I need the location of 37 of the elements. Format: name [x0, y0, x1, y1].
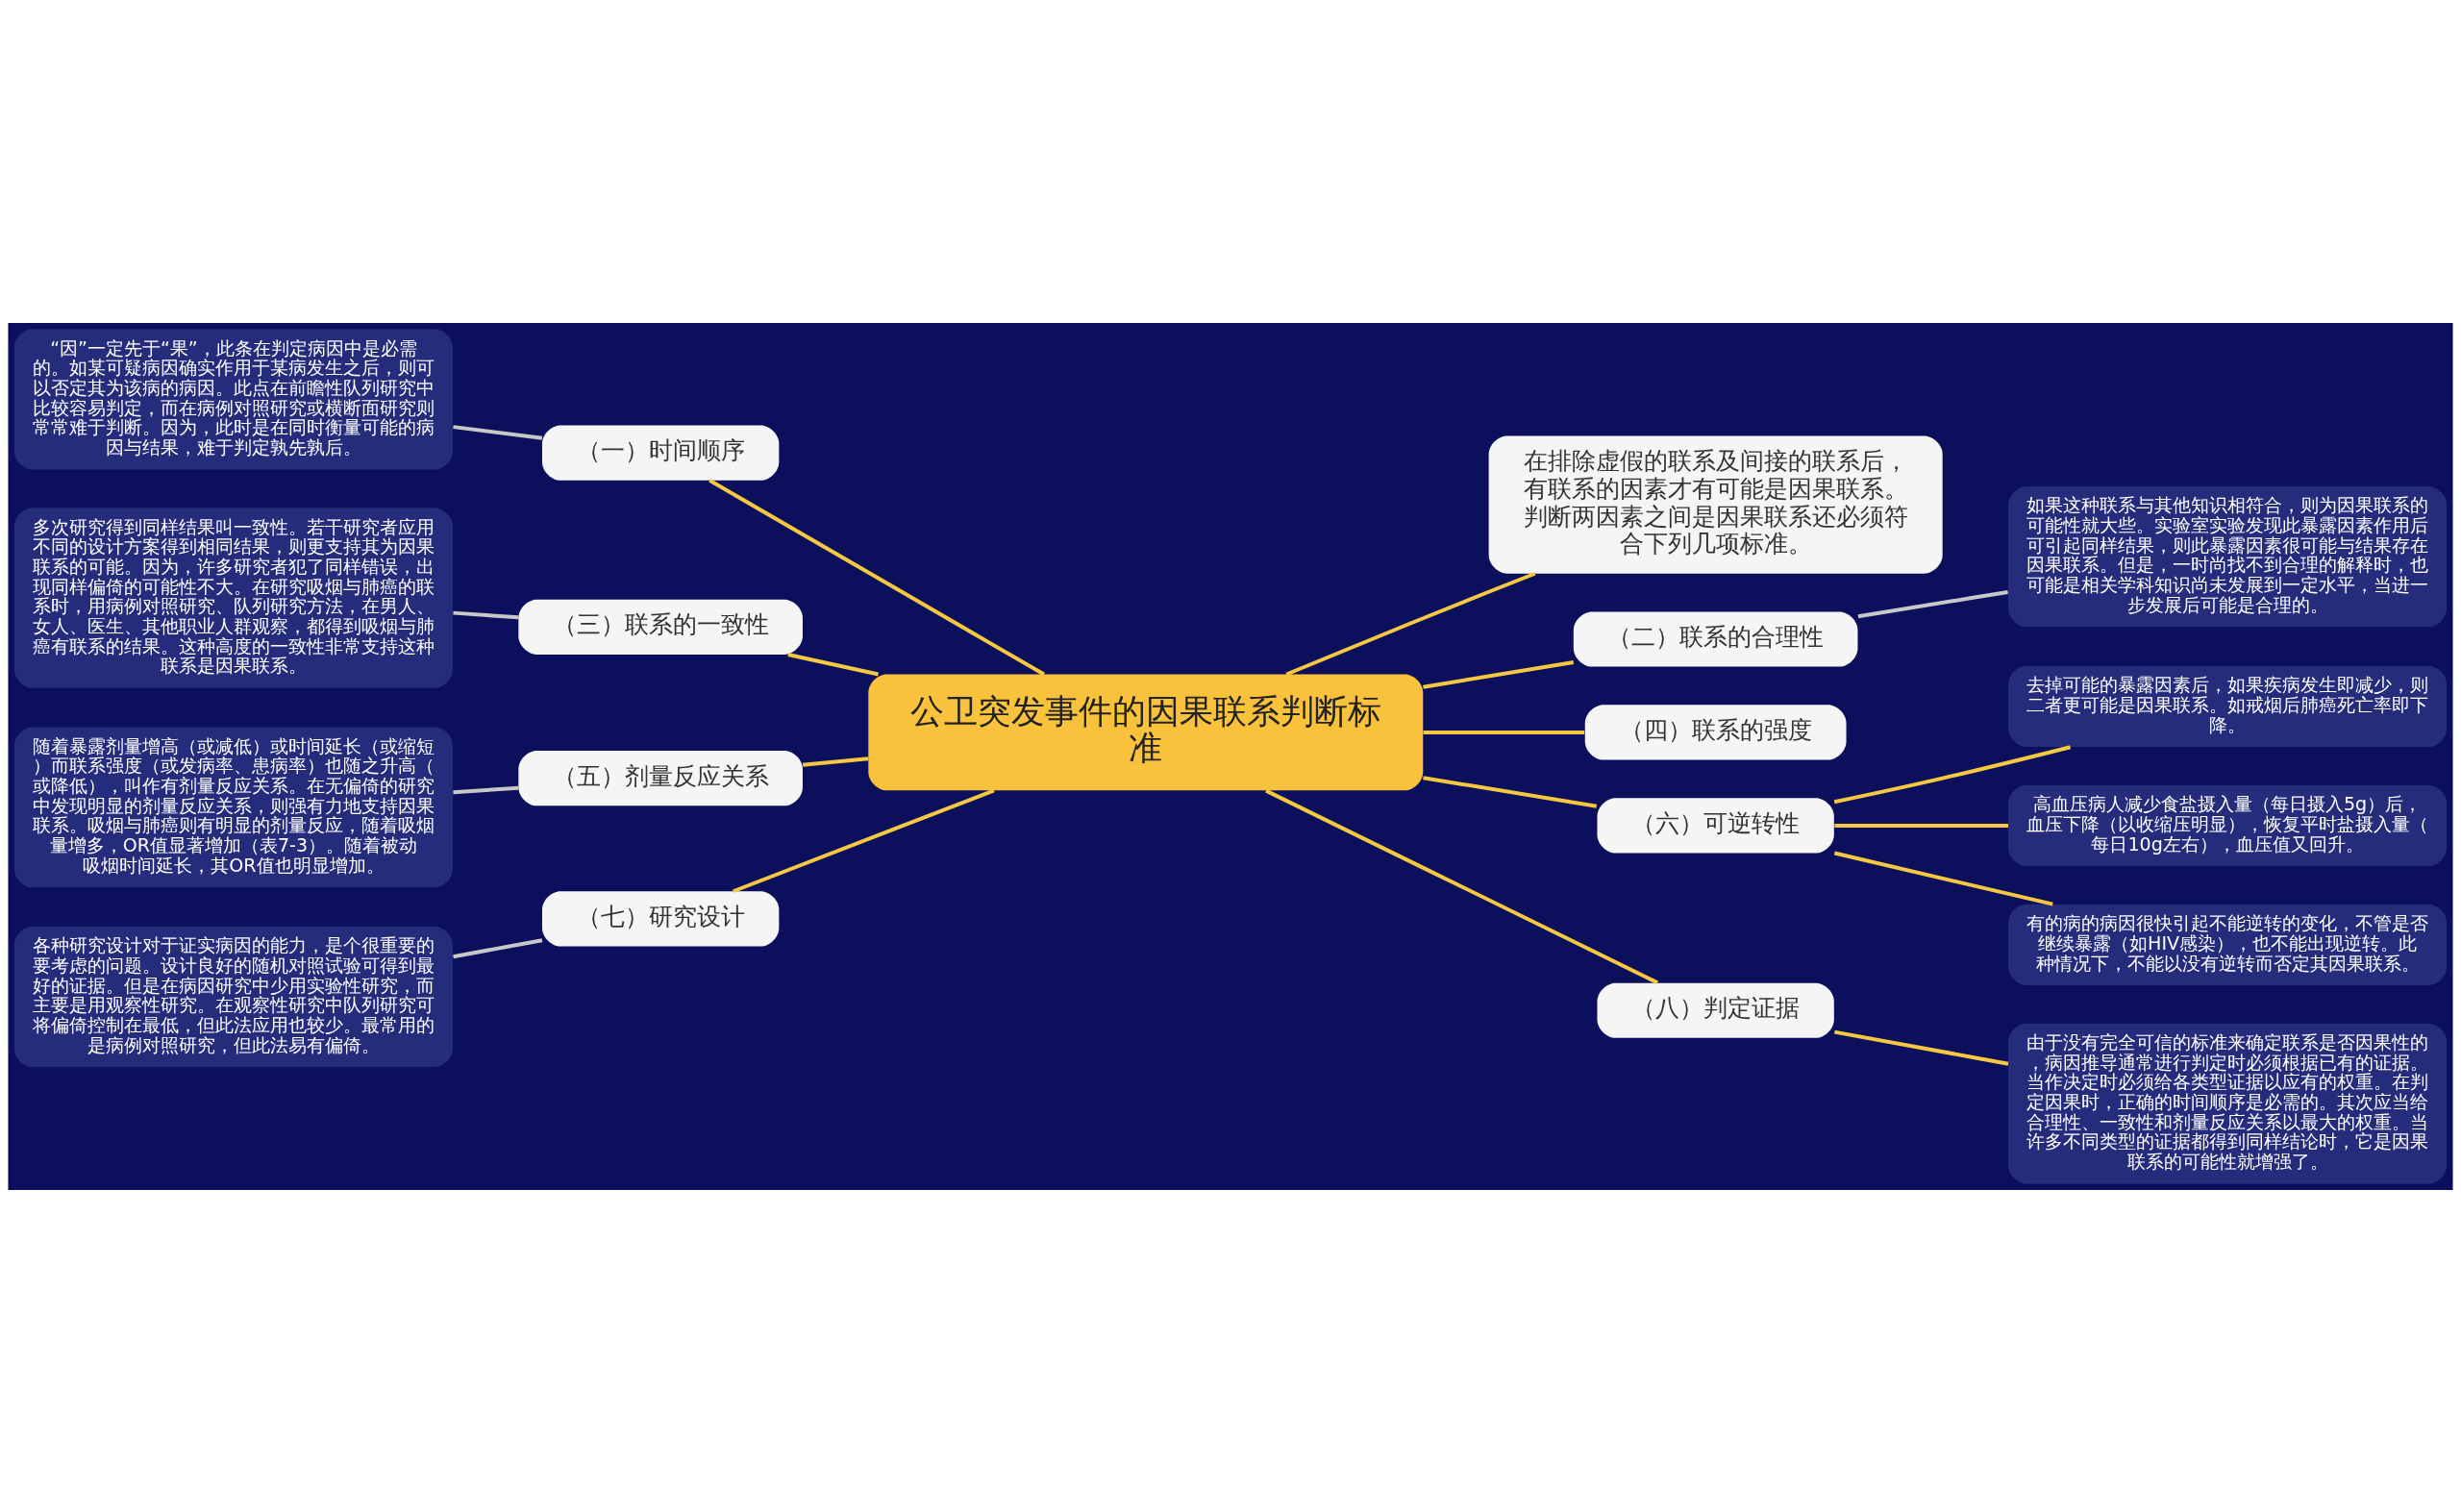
- connector: [1833, 744, 2072, 804]
- connector: [802, 756, 869, 767]
- node-box: 由于没有完全可信的标准来确定联系是否因果性的，病因推导通常进行判定时必须根据已有的证据。当作决定时必须给各类型证据以应有的权重。在判定因果时，正确的时间顺序是必需的。其次应当给合理性、一致性和剂量反应关系以最大的权重。当许多不同类型的证据都得到同样结论时，它是因果联系的可能性就增强了。: [2008, 1023, 2448, 1184]
- connector: [1285, 571, 1536, 676]
- node-box: （八）判定证据: [1597, 982, 1834, 1038]
- connector: [1265, 788, 1659, 984]
- connector: [733, 788, 995, 893]
- node-box: 高血压病人减少食盐摄入量（每日摄入5g）后，血压下降（以收缩压明显），恢复平时盐摄入量（每日10g左右），血压值又回升。: [2008, 784, 2448, 866]
- connector: [787, 652, 879, 676]
- node-box: 多次研究得到同样结果叫一致性。若干研究者应用不同的设计方案得到相同结果，则更支持其为因果联系的可能。因为，许多研究者犯了同样错误，出现同样偏倚的可能性不大。在研究吸烟与肺癌的联系时，用病例对照研究、队列研究方法，在男人、女人、医生、其他职业人群观察，都得到吸烟与肺癌有联系的结果。这种高度的一致性非常支持这种联系是因果联系。: [13, 507, 453, 688]
- node-box: （七）研究设计: [541, 890, 780, 946]
- connector: [1423, 730, 1585, 734]
- node-box: 各种研究设计对于证实病因的能力，是个很重要的要考虑的问题。设计良好的随机对照试验可得到最好的证据。但是在病因研究中少用实验性研究，而主要是用观察性研究。在观察性研究中队列研究可将偏倚控制在最低，但此法应用也较少。最常用的是病例对照研究，但此法易有偏倚。: [13, 926, 453, 1067]
- node-box: （一）时间顺序: [541, 425, 780, 481]
- connector: [1833, 851, 2053, 906]
- connector: [1833, 1029, 2009, 1066]
- node-box: （三）联系的一致性: [518, 599, 803, 655]
- node-box: 如果这种联系与其他知识相符合，则为因果联系的可能性就大些。实验室实验发现此暴露因素作用后可引起同样结果，则此暴露因素很可能与结果存在因果联系。但是，一时尚找不到合理的解释时，也可能是相关学科知识尚未发展到一定水平，当进一步发展后可能是合理的。: [2008, 485, 2448, 627]
- connector: [1834, 823, 2008, 828]
- node-box: （六）可逆转性: [1597, 797, 1834, 854]
- connector: [453, 937, 543, 958]
- node-box: （五）剂量反应关系: [518, 750, 803, 806]
- connector: [708, 478, 1045, 676]
- node-box: 有的病的病因很快引起不能逆转的变化，不管是否继续暴露（如HIV感染），也不能出现逆转。此种情况下，不能以没有逆转而否定其因果联系。: [2008, 904, 2448, 985]
- connector: [1423, 659, 1575, 689]
- node-box: （四）联系的强度: [1584, 704, 1847, 760]
- node-box: 随着暴露剂量增高（或减低）或时间延长（或缩短）而联系强度（或发病率、患病率）也随之升高（或降低），叫作有剂量反应关系。在无偏倚的研究中发现明显的剂量反应关系，则强有力地支持因果联系。吸烟与肺癌则有明显的剂量反应，随着吸烟量增多，OR值显著增加（表7-3）。随着被动吸烟时间延长，其OR值也明显增加。: [13, 726, 453, 887]
- connector: [453, 424, 543, 440]
- node-box: “因”一定先于“果”，此条在判定病因中是必需的。如某可疑病因确实作用于某病发生之后，则可以否定其为该病的病因。此点在前瞻性队列研究中比较容易判定，而在病例对照研究或横断面研究则常常难于判断。因为，此时是在同时衡量可能的病因与结果，难于判定孰先孰后。: [13, 328, 453, 470]
- connector: [453, 785, 519, 794]
- node-box: 在排除虚假的联系及间接的联系后，有联系的因素才有可能是因果联系。判断两因素之间是因果联系还必须符合下列几项标准。: [1488, 435, 1943, 574]
- node-box: 公卫突发事件的因果联系判断标准: [868, 674, 1424, 790]
- connector: [453, 610, 519, 619]
- node-box: 去掉可能的暴露因素后，如果疾病发生即减少，则二者更可能是因果联系。如戒烟后肺癌死亡率即下降。: [2008, 665, 2448, 747]
- node-box: （二）联系的合理性: [1573, 610, 1858, 667]
- connector: [1857, 589, 2008, 618]
- connector: [1423, 775, 1598, 808]
